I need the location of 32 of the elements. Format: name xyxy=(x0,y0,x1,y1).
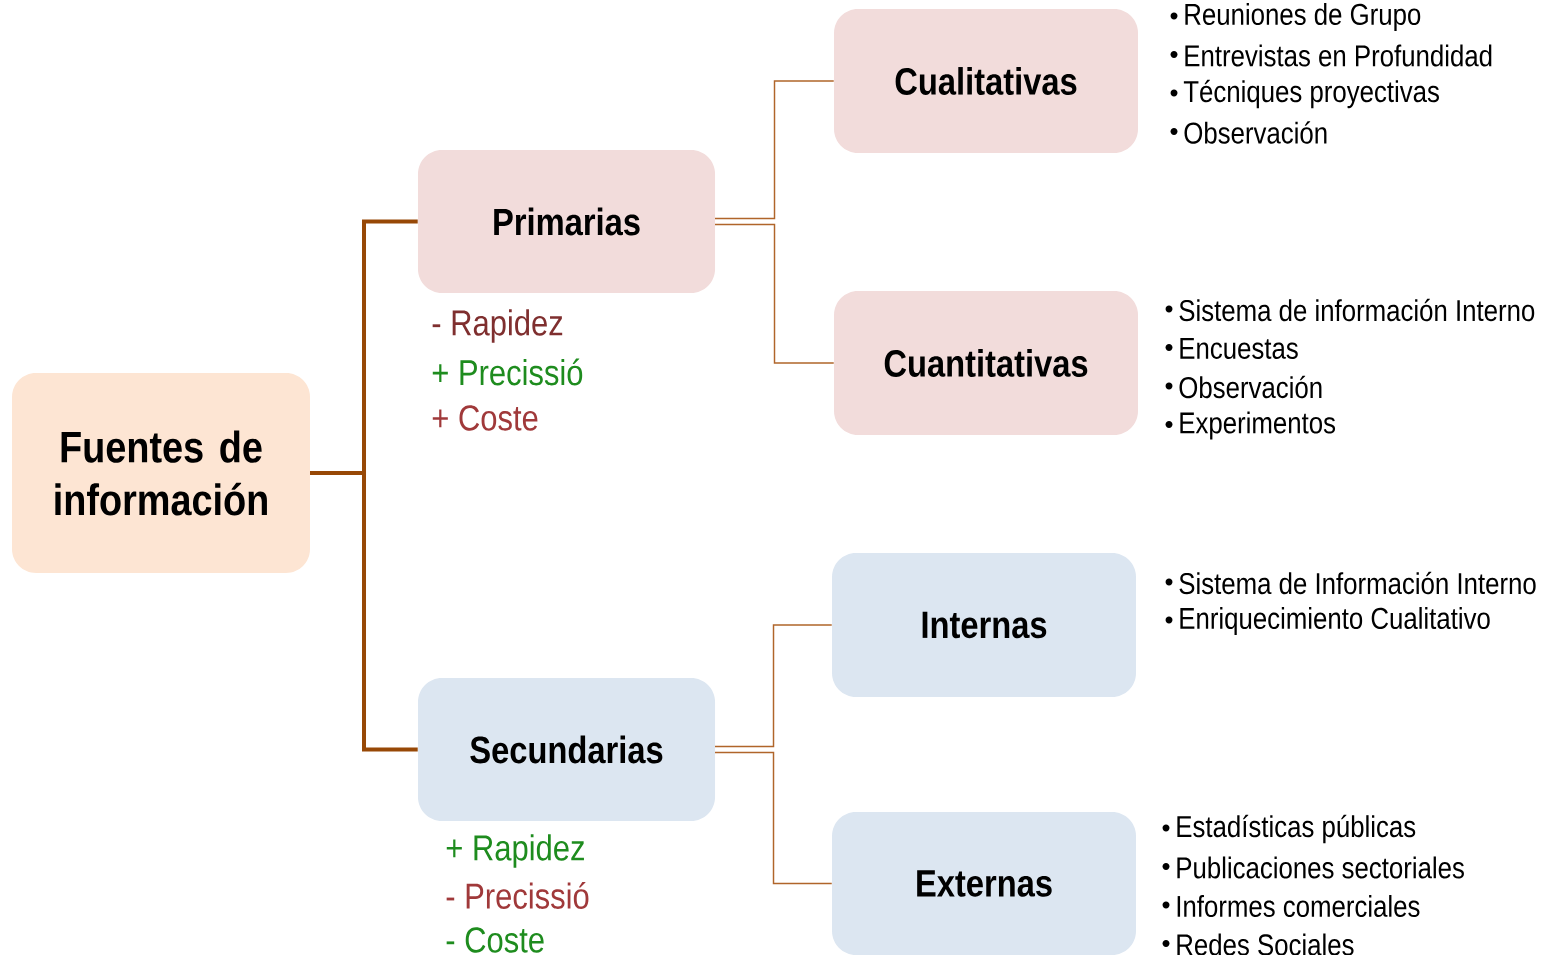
category-box: Cuantitativas xyxy=(834,291,1138,435)
bullet-item: Informes comerciales xyxy=(1162,894,1420,917)
bullet-item: Observación xyxy=(1165,375,1322,399)
bullet-item: Enriquecimiento Cualitativo xyxy=(1165,607,1490,635)
bullet-item: Experimentos xyxy=(1165,411,1336,440)
trait-label: + Precissió xyxy=(432,358,583,386)
connector-line xyxy=(714,80,835,220)
trait-label: + Coste xyxy=(432,405,538,431)
category-box: Secundarias xyxy=(418,678,716,821)
bullet-item: Observación xyxy=(1170,121,1327,144)
connector-line xyxy=(714,751,833,885)
category-box: Primarias xyxy=(418,150,716,293)
bullet-item: Encuestas xyxy=(1165,338,1298,359)
trait-label: - Rapidez xyxy=(432,309,563,343)
category-box: Cualitativas xyxy=(834,9,1138,153)
connector-line xyxy=(310,471,418,752)
trait-label: - Coste xyxy=(446,927,544,953)
bullet-item: Redes Sociales xyxy=(1162,933,1354,955)
category-box: Fuentes de información xyxy=(12,373,310,573)
category-box: Internas xyxy=(832,553,1136,697)
bullet-item: Publicaciones sectoriales xyxy=(1162,856,1464,879)
bullet-item: Estadísticas públicas xyxy=(1162,814,1416,844)
bullet-item: Entrevistas en Profundidad xyxy=(1170,44,1492,67)
category-box: Externas xyxy=(832,812,1136,955)
trait-label: - Precissió xyxy=(446,882,589,909)
bullet-item: Reuniones de Grupo xyxy=(1170,3,1421,31)
connector-line xyxy=(714,223,835,364)
trait-label: + Rapidez xyxy=(446,834,584,868)
bullet-item: Técniques proyectivas xyxy=(1170,79,1439,109)
connector-line xyxy=(714,624,833,748)
bullet-item: Sistema de Información Interno xyxy=(1165,571,1536,595)
bullet-item: Sistema de información Interno xyxy=(1165,298,1535,322)
